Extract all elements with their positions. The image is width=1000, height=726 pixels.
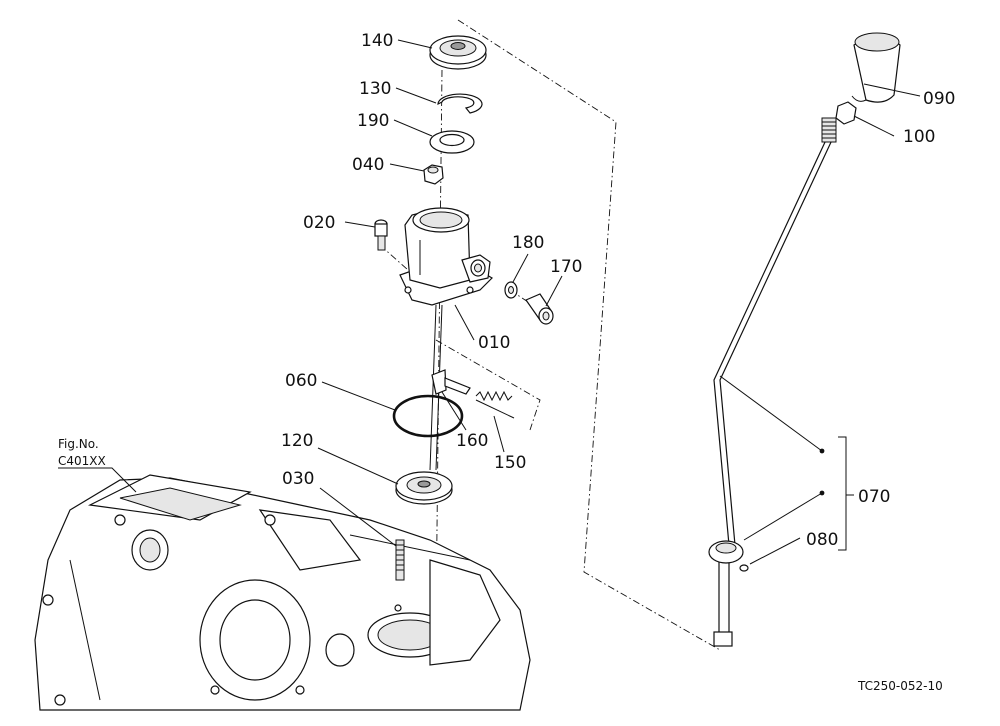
- part-070-shift-lever: [713, 117, 837, 647]
- part-140-seal: [429, 35, 487, 70]
- callout-190: 190: [357, 111, 389, 131]
- part-170-bolt: [525, 293, 554, 325]
- part-060-o-ring: [392, 394, 464, 438]
- callout-030: 030: [282, 469, 314, 489]
- callout-170: 170: [550, 257, 582, 277]
- part-180-washer: [504, 281, 518, 299]
- transmission-case: [34, 474, 531, 711]
- part-040-nut: [423, 164, 444, 185]
- part-120-bearing: [395, 471, 453, 505]
- part-190-washer: [429, 130, 475, 154]
- callout-040: 040: [352, 155, 384, 175]
- part-160-pin: [431, 369, 471, 395]
- callout-130: 130: [359, 79, 391, 99]
- callout-010: 010: [478, 333, 510, 353]
- drawing-code: TC250-052-10: [857, 679, 943, 693]
- callout-080: 080: [806, 530, 838, 550]
- part-010-housing: [399, 207, 493, 306]
- part-080-collar: [708, 540, 749, 572]
- callout-labels: 140 130 190 040 020 180 170 010 060 160 …: [58, 31, 955, 693]
- callout-120: 120: [281, 431, 313, 451]
- callout-150: 150: [494, 453, 526, 473]
- figure-ref-label: Fig.No.: [58, 437, 99, 451]
- callout-160: 160: [456, 431, 488, 451]
- part-090-knob: [851, 32, 901, 103]
- part-030-stud: [395, 539, 405, 581]
- callout-020: 020: [303, 213, 335, 233]
- callout-180: 180: [512, 233, 544, 253]
- leader-lines: [58, 39, 921, 565]
- callout-070: 070: [858, 487, 890, 507]
- callout-090: 090: [923, 89, 955, 109]
- part-150-spring: [475, 390, 515, 419]
- callout-100: 100: [903, 127, 935, 147]
- callout-060: 060: [285, 371, 317, 391]
- part-100-nut: [835, 101, 857, 125]
- figure-ref-code: C401XX: [58, 454, 106, 468]
- part-020-bolt: [374, 219, 388, 251]
- callout-140: 140: [361, 31, 393, 51]
- part-130-snap-ring: [437, 93, 483, 114]
